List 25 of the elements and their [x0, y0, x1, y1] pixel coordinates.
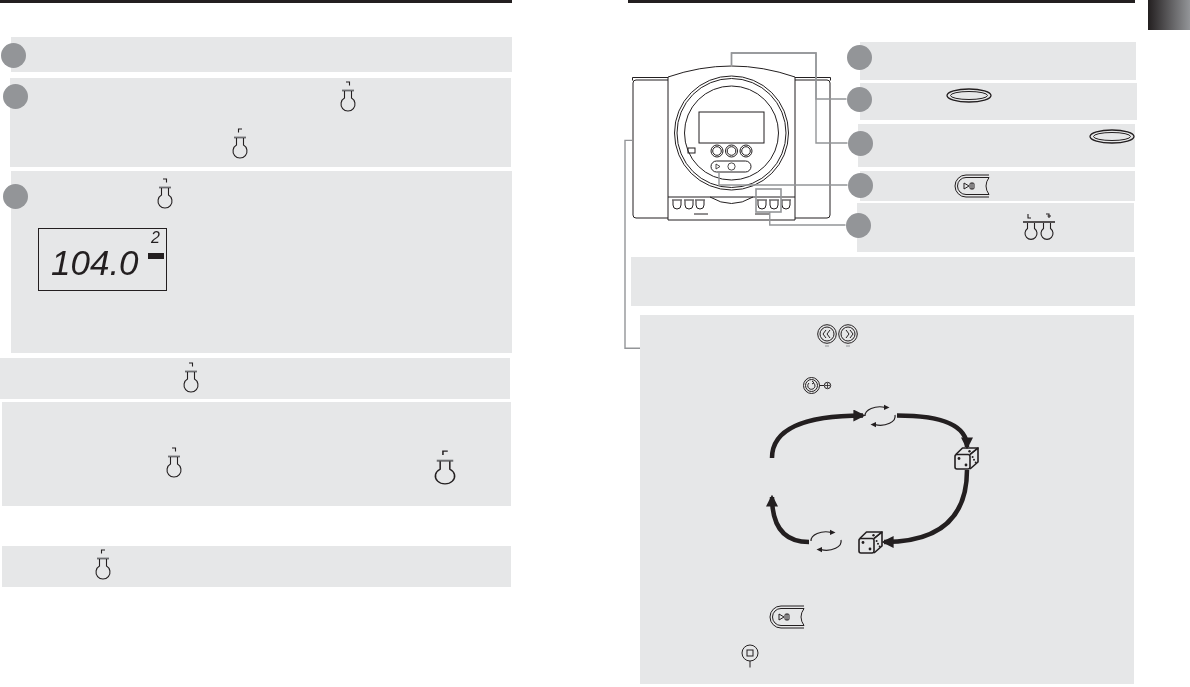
step-circle: [846, 44, 872, 70]
step-circle: [845, 212, 871, 238]
lcd-readout: 104.0: [51, 245, 139, 280]
curved-arrow: [896, 413, 973, 450]
leader-line: [730, 52, 849, 144]
leader-line: [769, 211, 847, 226]
dice-icon: [954, 447, 980, 470]
leader-line: [624, 139, 641, 349]
repeat-dice-icon: [809, 529, 884, 555]
step-circle: [2, 83, 28, 109]
step-circle: [0, 42, 26, 68]
step-circle: [847, 130, 873, 156]
curved-arrow: [881, 469, 970, 548]
preset-number: 2: [151, 230, 160, 246]
repeat-icon: [863, 404, 897, 427]
step-circle: [846, 86, 872, 112]
play-pause-button: [710, 160, 752, 173]
button-group-outline: [755, 188, 782, 213]
instruction-panel: [640, 315, 1134, 684]
boombox-illustration: [632, 65, 831, 222]
curved-arrow: [769, 409, 866, 459]
step-circle: [2, 183, 28, 209]
leader-line: [718, 171, 849, 186]
step-circle: [847, 172, 873, 198]
curved-arrow: [766, 494, 810, 545]
